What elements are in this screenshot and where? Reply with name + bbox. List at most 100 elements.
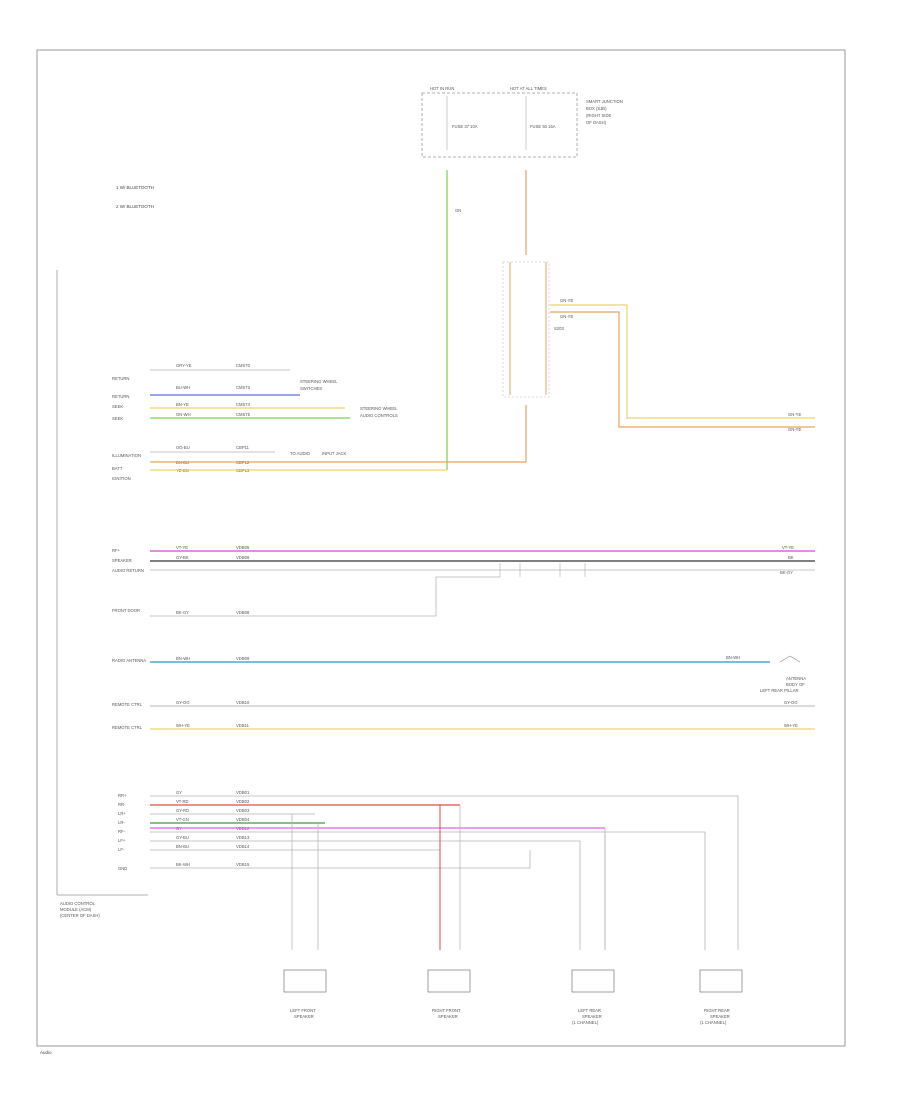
legend: 1 W/ BLUETOOTH 2 W/ BLUETOOTH [116, 185, 154, 209]
speaker-label: RIGHT REAR [704, 1008, 730, 1013]
pin-label: AUDIO RETURN [112, 568, 144, 573]
diagram-frame [36, 49, 846, 1047]
circuit-label: CMS70 [236, 363, 251, 368]
speaker-label: LEFT REAR [578, 1008, 601, 1013]
wire-label: OG-BU [176, 445, 190, 450]
output-label: BN-WH [726, 655, 740, 660]
output-label: GY-OG [784, 700, 798, 705]
circuit-label: VDB04 [236, 817, 250, 822]
output-label: GN-YE [560, 314, 573, 319]
speaker-left-front: LEFT FRONT SPEAKER [283, 969, 327, 1019]
circuit-label: VDB05 [236, 545, 250, 550]
pin-label: GND [118, 866, 127, 871]
circuit-label: VDB01 [236, 790, 250, 795]
smart-junction-box: HOT IN RUN HOT AT ALL TIMES FUSE 37 10A … [421, 86, 623, 158]
sjb-caption: BOX (SJB) [586, 106, 607, 111]
note: STEERING WHEEL [300, 379, 338, 384]
note: TO AUDIO [290, 451, 311, 456]
circuit-label: VDB14 [236, 844, 250, 849]
pin-label: REMOTE CTRL [112, 702, 143, 707]
pin-label: IGNITION [112, 476, 131, 481]
sjb-caption: OF DASH) [586, 120, 607, 125]
right-note: BODY OF [786, 682, 805, 687]
circuit-label: CBP11 [236, 445, 250, 450]
pin-label: LF+ [118, 838, 126, 843]
pin-label: RADIO ANTENNA [112, 658, 146, 663]
caption-line: AUDIO CONTROL [60, 901, 96, 906]
caption-line: (CENTER OF DASH) [60, 913, 100, 918]
pin-label: LR+ [118, 811, 126, 816]
circuit-label: VDB11 [236, 723, 250, 728]
output-label: GN-YE [788, 427, 801, 432]
pin-label: SEEK [112, 404, 123, 409]
output-label: BK [788, 555, 794, 560]
pin-label: FRONT DOOR [112, 608, 140, 613]
right-note: LEFT REAR PILLAR [760, 688, 799, 693]
right-note: ANTENNA [786, 676, 806, 681]
circuit-label: CMS73 [236, 385, 251, 390]
output-label: WH-YE [784, 723, 798, 728]
circuit-label: VDB10 [236, 700, 250, 705]
output-label: GN-YE [560, 298, 573, 303]
caption-line: MODULE (ACM) [60, 907, 92, 912]
fuse-right: FUSE 50 15A [530, 124, 556, 129]
wire-label: GY [176, 790, 182, 795]
wire-label: GY-RD [176, 808, 189, 813]
speaker-right-front: RIGHT FRONT SPEAKER [427, 969, 471, 1019]
circuit-label: CMS74 [236, 402, 251, 407]
note: STEERING WHEEL [360, 406, 398, 411]
wire-label: BN-BU [176, 844, 189, 849]
speaker-right-rear: RIGHT REAR SPEAKER (1 CHANNEL) [699, 969, 743, 1025]
wire-label: BN-WH [176, 656, 190, 661]
output-label: VT-YE [782, 545, 794, 550]
legend-item: 2 W/ BLUETOOTH [116, 204, 154, 209]
note: INPUT JACK [322, 451, 347, 456]
speaker-left-rear: LEFT REAR SPEAKER (1 CHANNEL) [571, 969, 615, 1025]
module-caption: AUDIO CONTROL MODULE (ACM) (CENTER OF DA… [60, 901, 100, 918]
wire-label: GY-BK [176, 555, 189, 560]
speaker-label: (1 CHANNEL) [700, 1020, 727, 1025]
wire-label: BU-WH [176, 385, 190, 390]
output-label: GN-YE [788, 412, 801, 417]
note: SWITCHES [300, 386, 322, 391]
wire-label: BK-GY [176, 610, 189, 615]
pin-group-2: RF+ VT-YE VDB05 VT-YE SPEAKER GY-BK VDB0… [112, 545, 815, 730]
speaker-label: (1 CHANNEL) [572, 1020, 599, 1025]
wire-label: GN-WH [176, 412, 191, 417]
speaker-label: SPEAKER [294, 1014, 314, 1019]
speaker-label: SPEAKER [582, 1014, 602, 1019]
sjb-right-terminal: HOT AT ALL TIMES [510, 86, 547, 91]
wire-label: WH-YE [176, 723, 190, 728]
pin-group-1: RETURN GRY-YE CMS70 RETURN BU-WH CMS73 S… [112, 363, 526, 481]
speaker-label: SPEAKER [710, 1014, 730, 1019]
circuit-label: VDB02 [236, 799, 250, 804]
pin-label: RR+ [118, 793, 127, 798]
sjb-left-terminal: HOT IN RUN [430, 86, 454, 91]
pin-label: LF- [118, 847, 125, 852]
circuit-label: VDB06 [236, 555, 250, 560]
pin-label: SPEAKER [112, 558, 132, 563]
note: AUDIO CONTROLS [360, 413, 398, 418]
pin-label: RF+ [112, 548, 121, 553]
pin-label: RR- [118, 802, 126, 807]
pin-label: ILLUMINATION [112, 453, 141, 458]
circuit-label: VDB15 [236, 862, 250, 867]
pin-label: RF- [118, 829, 126, 834]
output-label: BK-GY [780, 570, 793, 575]
legend-item: 1 W/ BLUETOOTH [116, 185, 154, 190]
wire-label: GRY-YE [176, 363, 192, 368]
wire-label: GN [455, 208, 461, 213]
splice-box [502, 261, 550, 398]
wire-label: VT-GN [176, 817, 189, 822]
pin-label: LR- [118, 820, 125, 825]
speaker-label: LEFT FRONT [290, 1008, 316, 1013]
speaker-label: SPEAKER [438, 1014, 458, 1019]
wire-label: VT-RD [176, 799, 189, 804]
footer-label: Audio [40, 1050, 52, 1055]
pin-group-3: RR+ GY VDB01 RR- VT-RD VDB02 LR+ GY-RD V… [118, 790, 739, 950]
circuit-label: VDB08 [236, 610, 250, 615]
sjb-caption: SMART JUNCTION [586, 99, 623, 104]
pin-label: BATT [112, 466, 123, 471]
circuit-label: CMS75 [236, 412, 251, 417]
